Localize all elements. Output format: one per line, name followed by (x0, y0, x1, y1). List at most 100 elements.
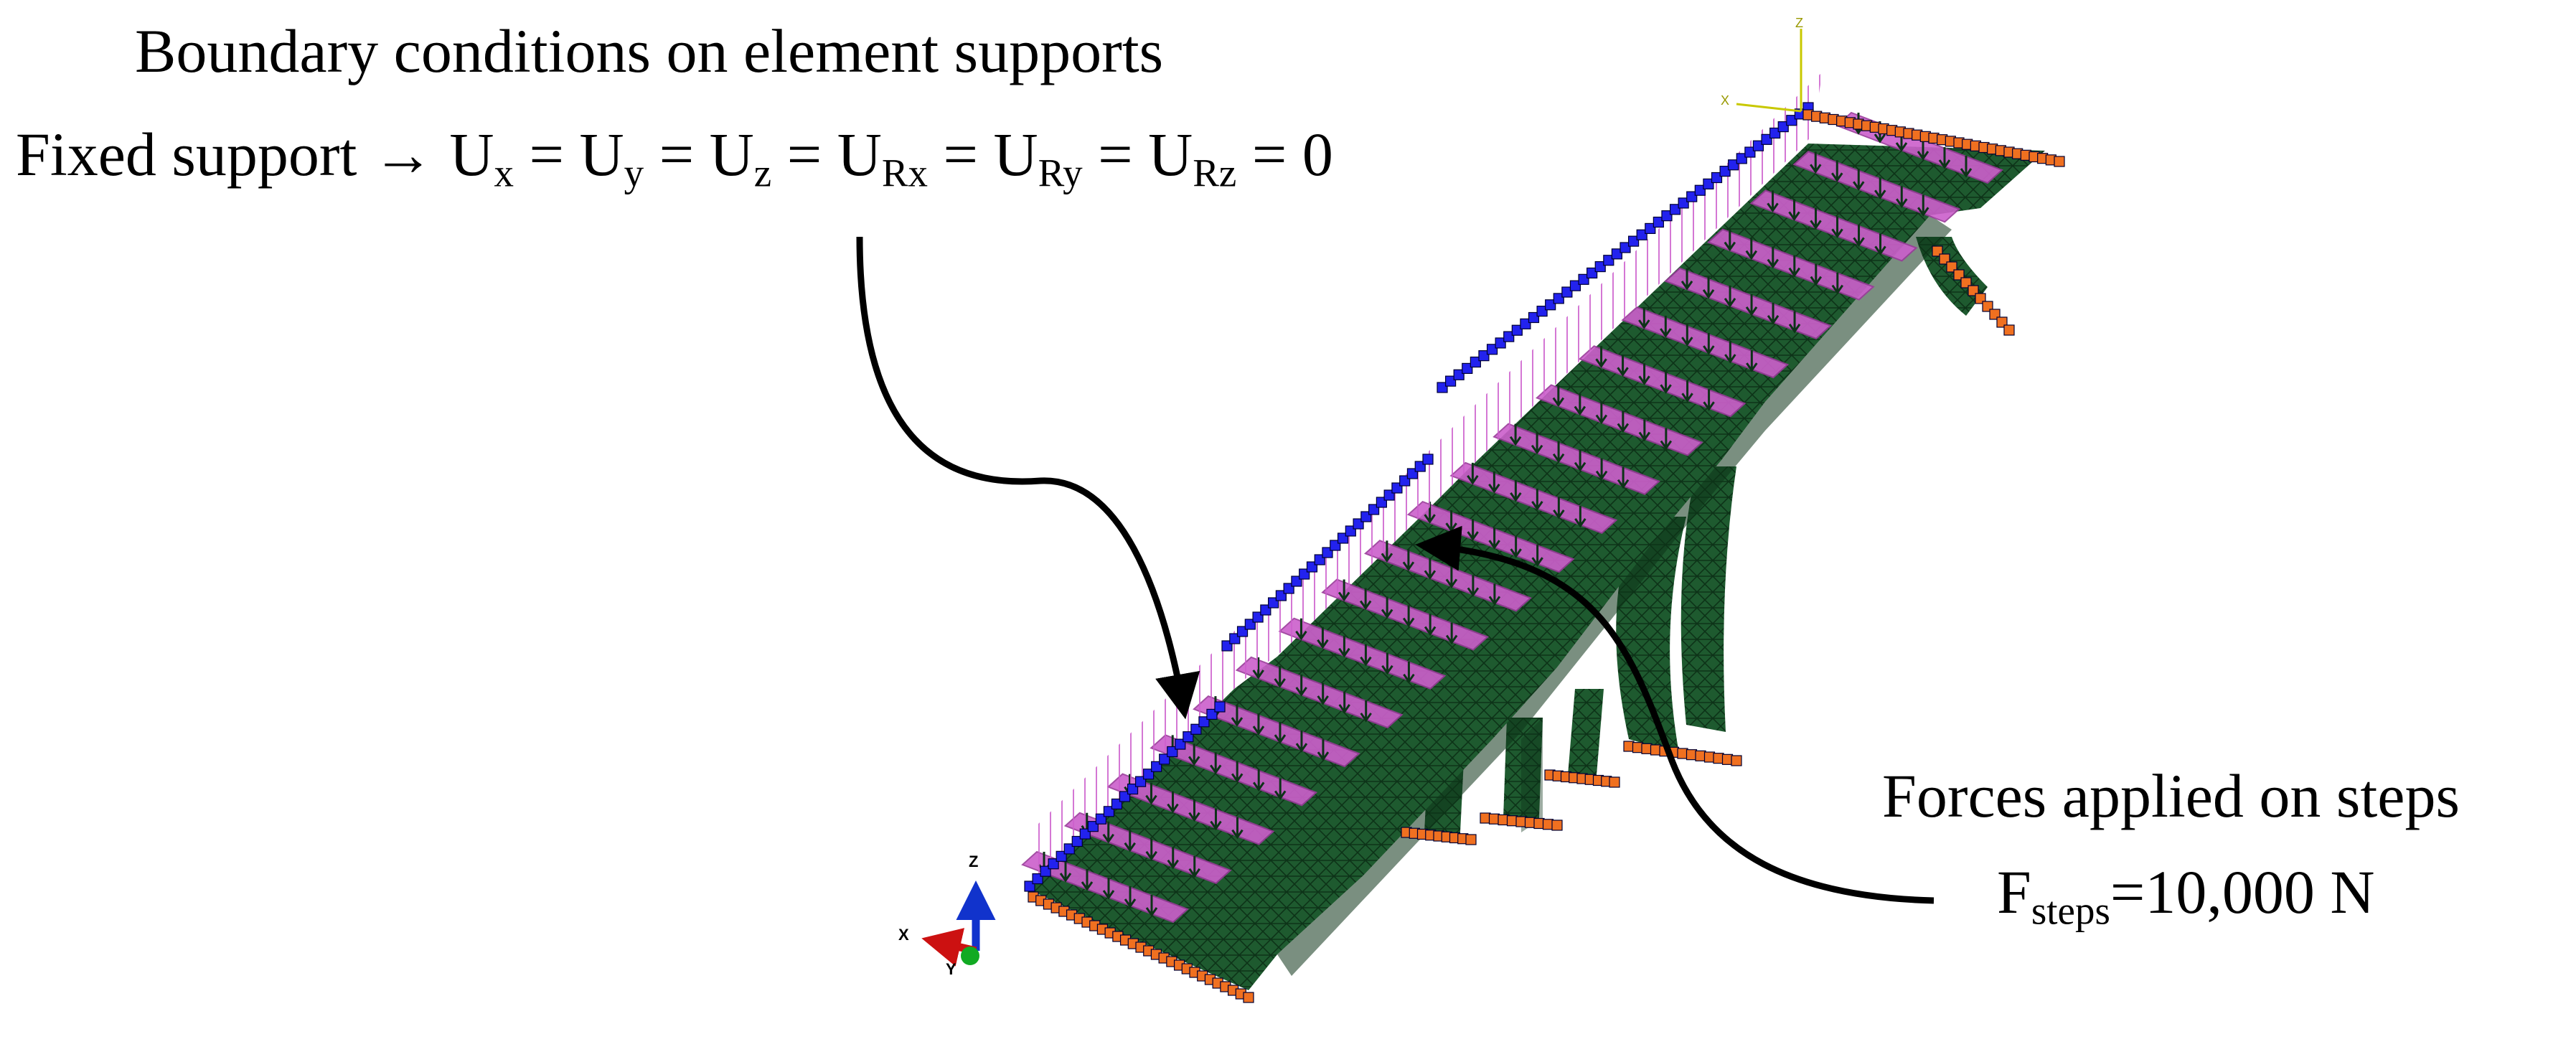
force-arrow-icon (1767, 246, 1780, 269)
fixed-support-icon (1545, 299, 1556, 311)
force-arrow-icon (1702, 276, 1715, 299)
force-arrow-icon (1124, 886, 1137, 908)
force-arrow-icon (1810, 207, 1822, 230)
force-value-formula: Fsteps=10,000 N (1997, 861, 2374, 930)
force-arrow-icon (1810, 151, 1822, 174)
top-triad-x-label: X (1721, 93, 1730, 108)
force-arrow-icon (1274, 778, 1287, 800)
force-arrow-icon (1317, 739, 1330, 761)
fixed-support-icon (1711, 172, 1723, 184)
fixed-support-icon (1465, 834, 1477, 845)
boundary-conditions-title: Boundary conditions on element supports (135, 17, 1164, 85)
force-arrow-icon (1467, 519, 1479, 541)
fixed-support-icon (2054, 156, 2065, 167)
force-arrow-icon (1831, 216, 1843, 239)
force-arrow-icon (1510, 479, 1522, 502)
coordinate-triad-icon (921, 880, 996, 967)
step-tread (1792, 151, 1961, 223)
formula-separator: = (928, 120, 994, 189)
top-triad-z-label: Z (1795, 16, 1803, 30)
force-arrow-icon (1938, 147, 1951, 169)
formula-term-sub: Rz (1193, 151, 1237, 195)
formula-term-base: U (449, 120, 494, 189)
force-arrow-icon (1488, 527, 1500, 550)
fixed-support-icon (1632, 742, 1644, 753)
fixed-support-icon (1694, 184, 1706, 196)
force-subscript: steps (2031, 888, 2110, 933)
force-arrow-icon (1295, 731, 1308, 753)
fixed-support-icon (1761, 133, 1772, 145)
formula-term-sub: z (753, 151, 772, 195)
fixed-support-icon (1686, 191, 1698, 202)
force-arrow-icon (1338, 691, 1350, 714)
fixed-support-formula: Fixed support → Ux = Uy = Uz = URx = URy… (16, 123, 1333, 192)
formula-separator: = (771, 120, 837, 189)
force-arrow-icon (1274, 665, 1286, 688)
fixed-support-icon (1553, 293, 1564, 304)
force-arrow-icon (1595, 346, 1607, 368)
fixed-support-icon (1728, 159, 1739, 171)
fixed-support-icon (1786, 115, 1797, 126)
formula-term-base: U (837, 120, 882, 189)
fixed-support-icon (1611, 248, 1623, 260)
force-arrow-icon (1510, 536, 1522, 558)
fixed-support-icon (1650, 744, 1662, 756)
force-arrow-icon (1124, 830, 1136, 853)
fixed-support-icon (1462, 362, 1473, 375)
force-arrow-icon (1724, 342, 1736, 364)
force-arrow-icon (1274, 722, 1287, 744)
fixed-support-icon (1703, 178, 1714, 189)
force-arrow-icon (1188, 799, 1200, 822)
force-arrow-icon (1252, 713, 1265, 736)
formula-term-sub: Rx (881, 151, 928, 195)
triad-x-label: X (898, 926, 909, 944)
fixed-support-icon (1470, 356, 1481, 368)
fixed-support-icon (1520, 318, 1531, 329)
fixed-support-icon (1453, 369, 1465, 380)
force-arrow-icon (1488, 583, 1501, 606)
force-arrow-icon (1402, 549, 1415, 571)
fixed-support-icon (1731, 755, 1742, 766)
fixed-support-icon (1422, 454, 1434, 465)
force-arrow-icon (1402, 605, 1415, 628)
fixed-support-icons (1024, 102, 2065, 1003)
force-arrow-icon (1681, 324, 1693, 347)
force-arrow-icon (1188, 743, 1200, 766)
force-arrow-icon (1167, 791, 1179, 814)
force-arrow-icon (1188, 855, 1200, 878)
force-arrow-icon (1145, 895, 1158, 917)
fixed-support-icon (1713, 753, 1724, 764)
force-arrow-icon (1531, 488, 1543, 511)
fixed-support-icon (1677, 748, 1688, 759)
fixed-support-icon (1486, 344, 1498, 355)
formula-term-base: U (579, 120, 624, 189)
fixed-support-icon (1669, 204, 1681, 215)
fixed-support-icon (1609, 776, 1620, 788)
fixed-support-icon (1578, 273, 1589, 285)
force-arrow-icon (1445, 622, 1458, 645)
force-arrow-icon (1403, 661, 1415, 684)
fixed-support-icon (1495, 337, 1506, 349)
force-arrow-icon (1574, 393, 1587, 416)
formula-separator: = (644, 120, 710, 189)
force-arrow-icon (1231, 761, 1244, 783)
force-arrow-icon (1680, 268, 1693, 291)
force-arrow-icon (1745, 293, 1758, 316)
force-arrow-icon (1810, 263, 1823, 286)
step-tread (1021, 850, 1189, 924)
fixed-support-icon (1524, 817, 1536, 828)
fixed-support-icon (1627, 235, 1640, 247)
force-arrow-icon (1295, 674, 1307, 697)
load-glyphs (1037, 72, 1823, 883)
force-symbol: F (1997, 858, 2031, 926)
force-arrow-icon (1660, 316, 1672, 338)
fixed-support-icon (1503, 331, 1515, 342)
force-arrow-icon (1617, 354, 1629, 377)
force-arrow-icon (1252, 769, 1265, 792)
formula-term-base: U (993, 120, 1038, 189)
fixed-support-icon (1587, 267, 1598, 279)
force-arrow-icon (1617, 466, 1630, 489)
fixed-support-icon (1498, 814, 1509, 826)
force-arrow-icon (1338, 635, 1350, 658)
fixed-support-icon (1721, 753, 1734, 765)
